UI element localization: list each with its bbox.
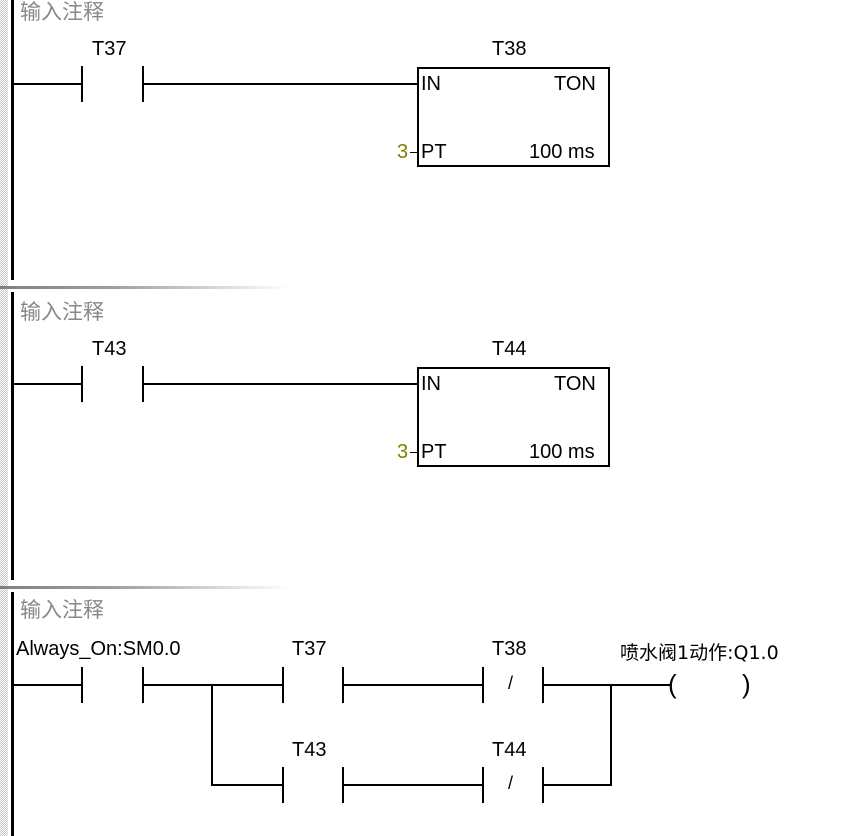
timer-in-label: IN xyxy=(421,373,441,395)
wire xyxy=(342,684,482,686)
contact-address: T38 xyxy=(492,638,527,660)
wire xyxy=(142,83,418,85)
contact-address: T37 xyxy=(292,638,327,660)
contact-no-left[interactable] xyxy=(282,767,284,803)
network-comment[interactable]: 输入注释 xyxy=(20,300,104,324)
power-rail xyxy=(11,292,14,580)
contact-nc-left[interactable] xyxy=(482,667,484,703)
contact-address: Always_On:SM0.0 xyxy=(16,638,181,660)
network-separator xyxy=(0,286,290,289)
timer-type: TON xyxy=(554,73,596,95)
coil-right[interactable]: ) xyxy=(742,669,751,699)
timer-type: TON xyxy=(554,373,596,395)
coil-address: 喷水阀1动作:Q1.0 xyxy=(620,642,779,664)
wire xyxy=(211,784,282,786)
timer-box[interactable] xyxy=(417,367,610,467)
network-separator xyxy=(0,586,290,589)
network-comment[interactable]: 输入注释 xyxy=(20,0,104,24)
editor-gutter xyxy=(0,0,8,836)
wire xyxy=(13,684,81,686)
wire xyxy=(542,684,672,686)
wire xyxy=(342,784,482,786)
contact-address: T43 xyxy=(92,338,127,360)
pt-wire xyxy=(410,452,418,453)
timer-preset-value[interactable]: 3 xyxy=(397,441,409,463)
power-rail xyxy=(11,0,14,280)
pt-wire xyxy=(410,152,418,153)
network-2[interactable]: 输入注释 T43 T44 IN TON 3 PT 100 ms xyxy=(0,292,843,600)
contact-address: T44 xyxy=(492,739,527,761)
power-rail xyxy=(11,592,14,836)
network-3[interactable]: 输入注释 Always_On:SM0.0 T37 T38 / 喷水阀1动作:Q1… xyxy=(0,592,843,836)
contact-nc-slash: / xyxy=(508,773,514,793)
contact-no-left[interactable] xyxy=(81,667,83,703)
timer-box[interactable] xyxy=(417,67,610,167)
contact-address: T43 xyxy=(292,739,327,761)
timer-preset-value[interactable]: 3 xyxy=(397,141,409,163)
coil-left[interactable]: ( xyxy=(668,669,677,699)
contact-no-left[interactable] xyxy=(282,667,284,703)
timer-resolution: 100 ms xyxy=(529,441,595,463)
contact-nc-slash: / xyxy=(508,673,514,693)
contact-no-left[interactable] xyxy=(81,366,83,402)
contact-no-left[interactable] xyxy=(81,66,83,102)
contact-nc-left[interactable] xyxy=(482,767,484,803)
wire xyxy=(542,784,612,786)
network-comment[interactable]: 输入注释 xyxy=(20,598,104,622)
network-1[interactable]: 输入注释 T37 T38 IN TON 3 PT 100 ms xyxy=(0,0,843,300)
timer-pt-label: PT xyxy=(421,441,447,463)
branch-left-vertical xyxy=(211,684,213,786)
timer-in-label: IN xyxy=(421,73,441,95)
branch-right-vertical xyxy=(610,684,612,786)
timer-pt-label: PT xyxy=(421,141,447,163)
wire xyxy=(142,383,418,385)
timer-name: T38 xyxy=(492,38,527,60)
timer-resolution: 100 ms xyxy=(529,141,595,163)
contact-address: T37 xyxy=(92,38,127,60)
timer-name: T44 xyxy=(492,338,527,360)
wire xyxy=(13,83,81,85)
wire xyxy=(13,383,81,385)
